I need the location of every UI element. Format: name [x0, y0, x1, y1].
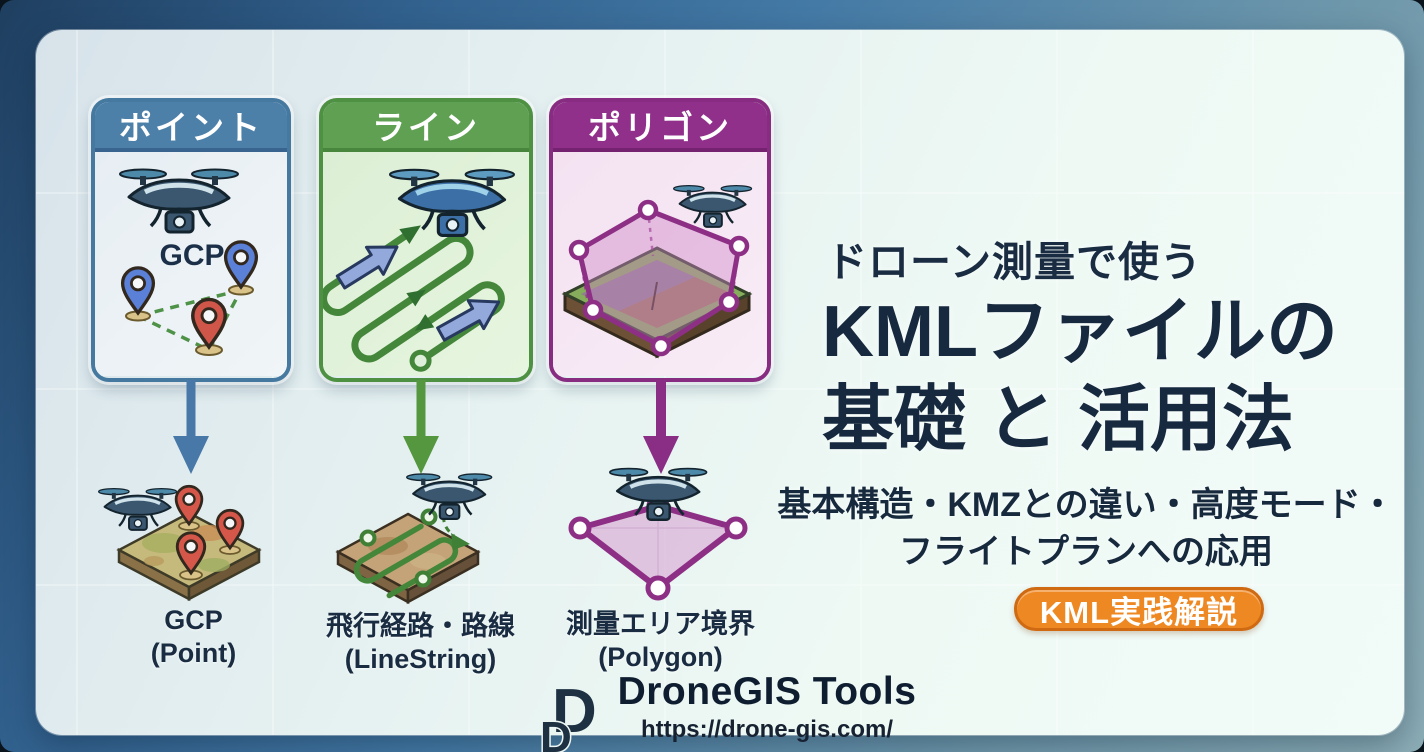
card-line: ライン	[319, 98, 533, 382]
flight-serpentine-path	[323, 225, 505, 372]
direction-arrow-icon	[335, 245, 399, 290]
svg-text:D: D	[552, 677, 597, 746]
line-illustration	[323, 152, 529, 372]
card-point-body: GCP	[95, 152, 287, 376]
brand-name: DroneGIS Tools	[617, 670, 917, 713]
direction-arrow-icon	[436, 299, 501, 342]
output-polygon-label: 測量エリア境界 (Polygon)	[566, 609, 755, 672]
kml-badge: KML実践解説	[1014, 587, 1264, 631]
flow-arrow-point	[173, 380, 209, 474]
pin-bases	[178, 521, 241, 581]
output-gcp-illustration	[94, 473, 324, 623]
page-title-line2: 基礎 と 活用法	[822, 380, 1295, 460]
card-point-header: ポイント	[95, 102, 287, 152]
drone-icon	[120, 170, 238, 233]
card-polygon-header: ポリゴン	[553, 102, 767, 152]
title-kicker: ドローン測量で使う	[826, 239, 1202, 285]
subtitle-line1: 基本構造・KMZとの違い・高度モード・	[777, 486, 1395, 524]
flow-arrow-line	[403, 380, 439, 474]
card-line-header: ライン	[323, 102, 529, 152]
footer-text: DroneGIS Tools https://drone-gis.com/	[618, 670, 917, 744]
map-pin-icon	[191, 297, 227, 349]
polygon-illustration	[561, 183, 754, 359]
flight-serpentine-path	[353, 523, 459, 599]
svg-text:D: D	[540, 713, 572, 752]
gcp-inline-label: GCP	[159, 239, 224, 272]
drone-icon	[404, 472, 494, 521]
pin-bases	[125, 284, 254, 356]
footer-brand-block: D D DroneGIS Tools https://drone-gis.com…	[72, 670, 1384, 752]
card-polygon-body	[553, 152, 767, 376]
polygon-vertices	[568, 199, 750, 357]
card-point: ポイント GCP	[91, 98, 291, 382]
subtitle: 基本構造・KMZとの違い・高度モード・ フライトプランへの応用	[776, 482, 1396, 576]
map-pin-icon	[120, 266, 156, 315]
map-pin-icon	[223, 240, 259, 289]
output-linestring-label: 飛行経路・路線 (LineString)	[326, 611, 515, 674]
subtitle-line2: フライトプランへの応用	[899, 533, 1273, 571]
main-panel: ポイント GCP	[36, 30, 1404, 752]
flow-arrow-polygon	[643, 380, 679, 474]
path-arrowhead	[451, 533, 470, 550]
point-illustration: GCP	[95, 152, 259, 356]
page-title: KMLファイルの 基礎 と 活用法	[822, 288, 1338, 464]
dronegis-logo-icon: D D	[540, 677, 597, 752]
output-polygon-illustration	[561, 464, 761, 624]
drone-icon	[610, 469, 707, 520]
drone-icon	[390, 170, 514, 236]
page-title-line1: KMLファイルの	[822, 292, 1338, 372]
path-vertices	[359, 508, 438, 588]
output-gcp-label: GCP (Point)	[150, 605, 237, 668]
output-linestring-illustration	[328, 466, 518, 626]
brand-url: https://drone-gis.com/	[640, 716, 893, 743]
card-line-body	[323, 152, 529, 376]
card-polygon: ポリゴン	[549, 98, 771, 382]
drone-icon	[672, 183, 754, 229]
drone-icon	[97, 486, 179, 532]
